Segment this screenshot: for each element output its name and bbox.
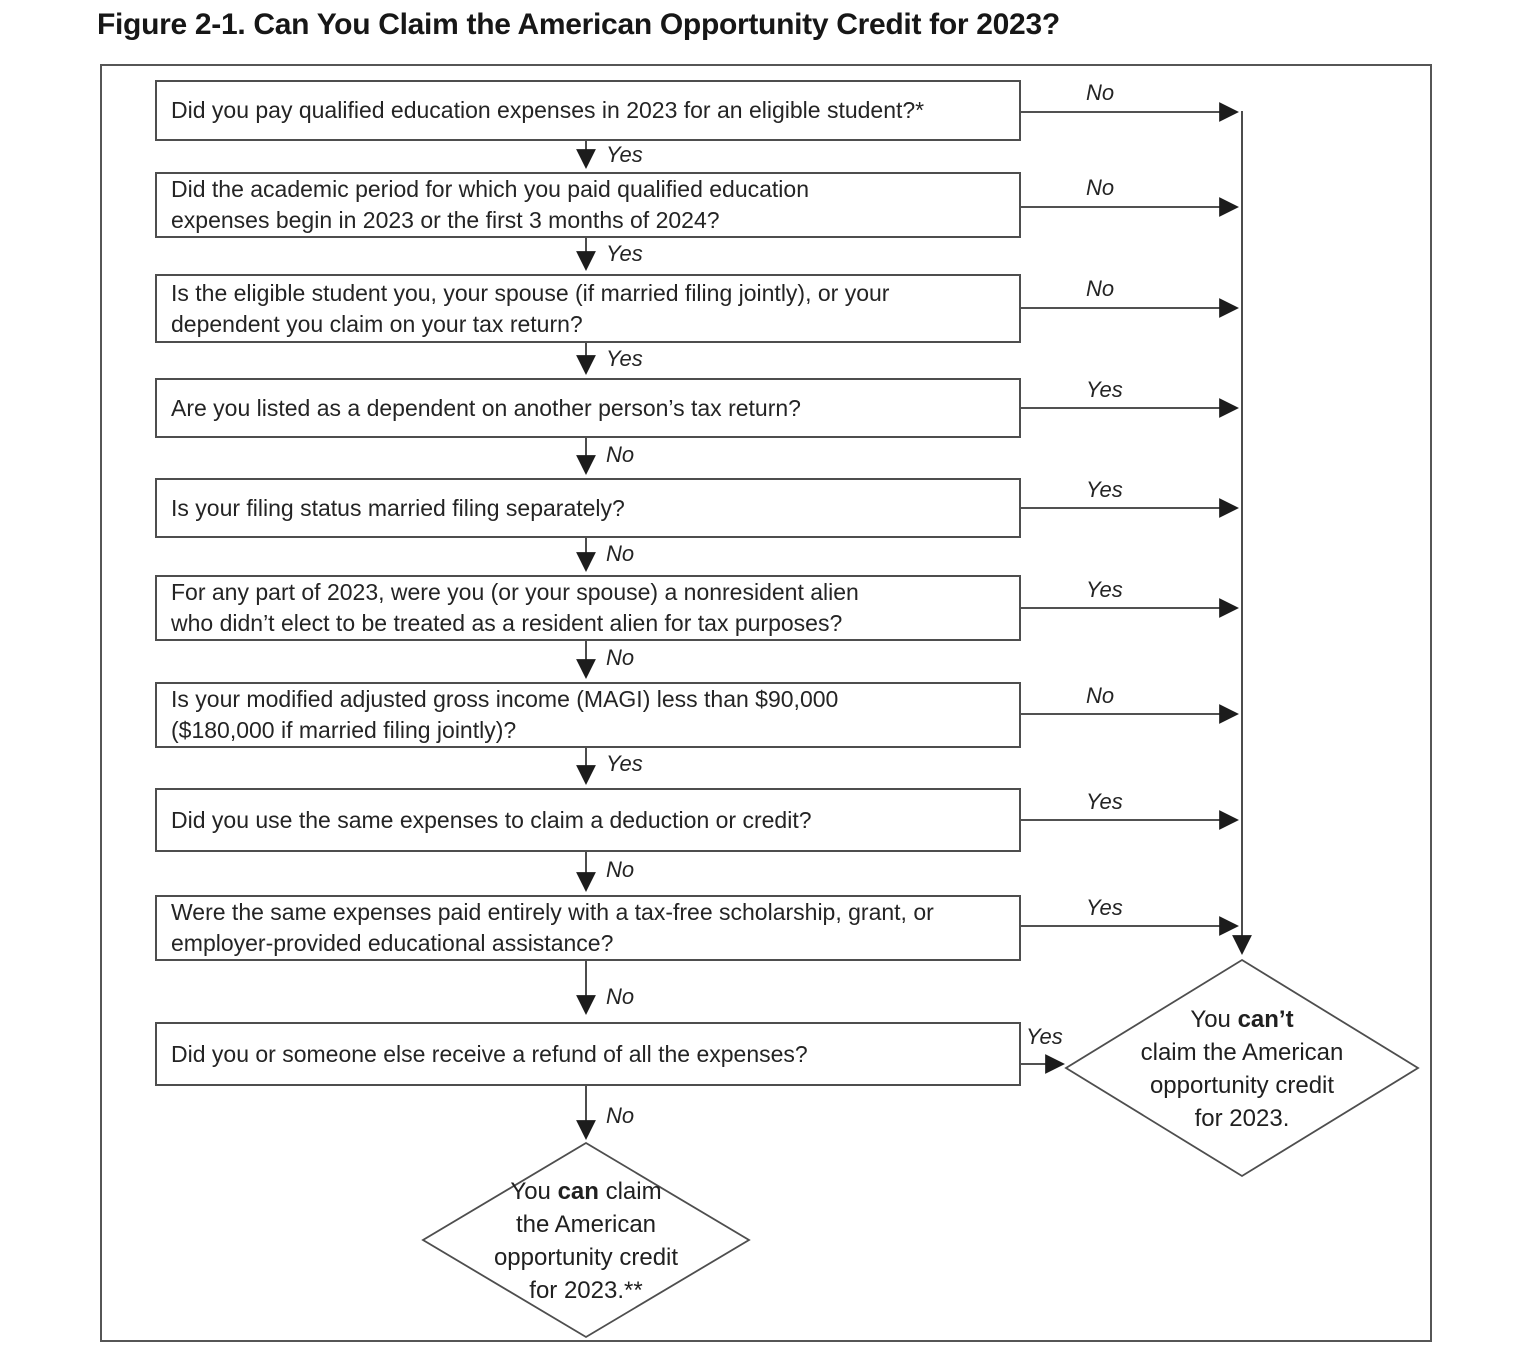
- question-box-9: Were the same expenses paid entirely wit…: [155, 895, 1021, 961]
- down-label-3: Yes: [606, 346, 643, 371]
- question-box-10: Did you or someone else receive a refund…: [155, 1022, 1021, 1086]
- side-label-1: No: [1086, 80, 1115, 105]
- question-box-7: Is your modified adjusted gross income (…: [155, 682, 1021, 748]
- side-label-3: No: [1086, 276, 1115, 301]
- side-label-5: Yes: [1086, 477, 1123, 502]
- side-label-10: Yes: [1026, 1024, 1063, 1049]
- outcome-diamond-cant: You can’t claim the American opportunity…: [1112, 1003, 1372, 1135]
- down-label-1: Yes: [606, 142, 643, 167]
- question-box-5: Is your filing status married filing sep…: [155, 478, 1021, 538]
- question-box-4: Are you listed as a dependent on another…: [155, 378, 1021, 438]
- outcome-diamond-can: You can claim the American opportunity c…: [456, 1175, 716, 1307]
- side-label-9: Yes: [1086, 895, 1123, 920]
- question-box-6: For any part of 2023, were you (or your …: [155, 575, 1021, 641]
- side-label-7: No: [1086, 683, 1115, 708]
- down-label-4: No: [606, 442, 635, 467]
- down-label-8: No: [606, 857, 635, 882]
- question-box-2: Did the academic period for which you pa…: [155, 172, 1021, 238]
- side-label-8: Yes: [1086, 789, 1123, 814]
- question-box-8: Did you use the same expenses to claim a…: [155, 788, 1021, 852]
- down-label-10: No: [606, 1103, 635, 1128]
- down-label-9: No: [606, 984, 635, 1009]
- side-label-6: Yes: [1086, 577, 1123, 602]
- down-label-7: Yes: [606, 751, 643, 776]
- figure-title: Figure 2-1. Can You Claim the American O…: [97, 8, 1060, 41]
- question-box-3: Is the eligible student you, your spouse…: [155, 274, 1021, 343]
- question-box-1: Did you pay qualified education expenses…: [155, 80, 1021, 141]
- side-label-2: No: [1086, 175, 1115, 200]
- down-label-2: Yes: [606, 241, 643, 266]
- down-label-5: No: [606, 541, 635, 566]
- outcome-cant-line1: You can’t: [1190, 1006, 1294, 1033]
- outcome-can-line1: You can claim: [510, 1178, 662, 1205]
- side-label-4: Yes: [1086, 377, 1123, 402]
- down-label-6: No: [606, 645, 635, 670]
